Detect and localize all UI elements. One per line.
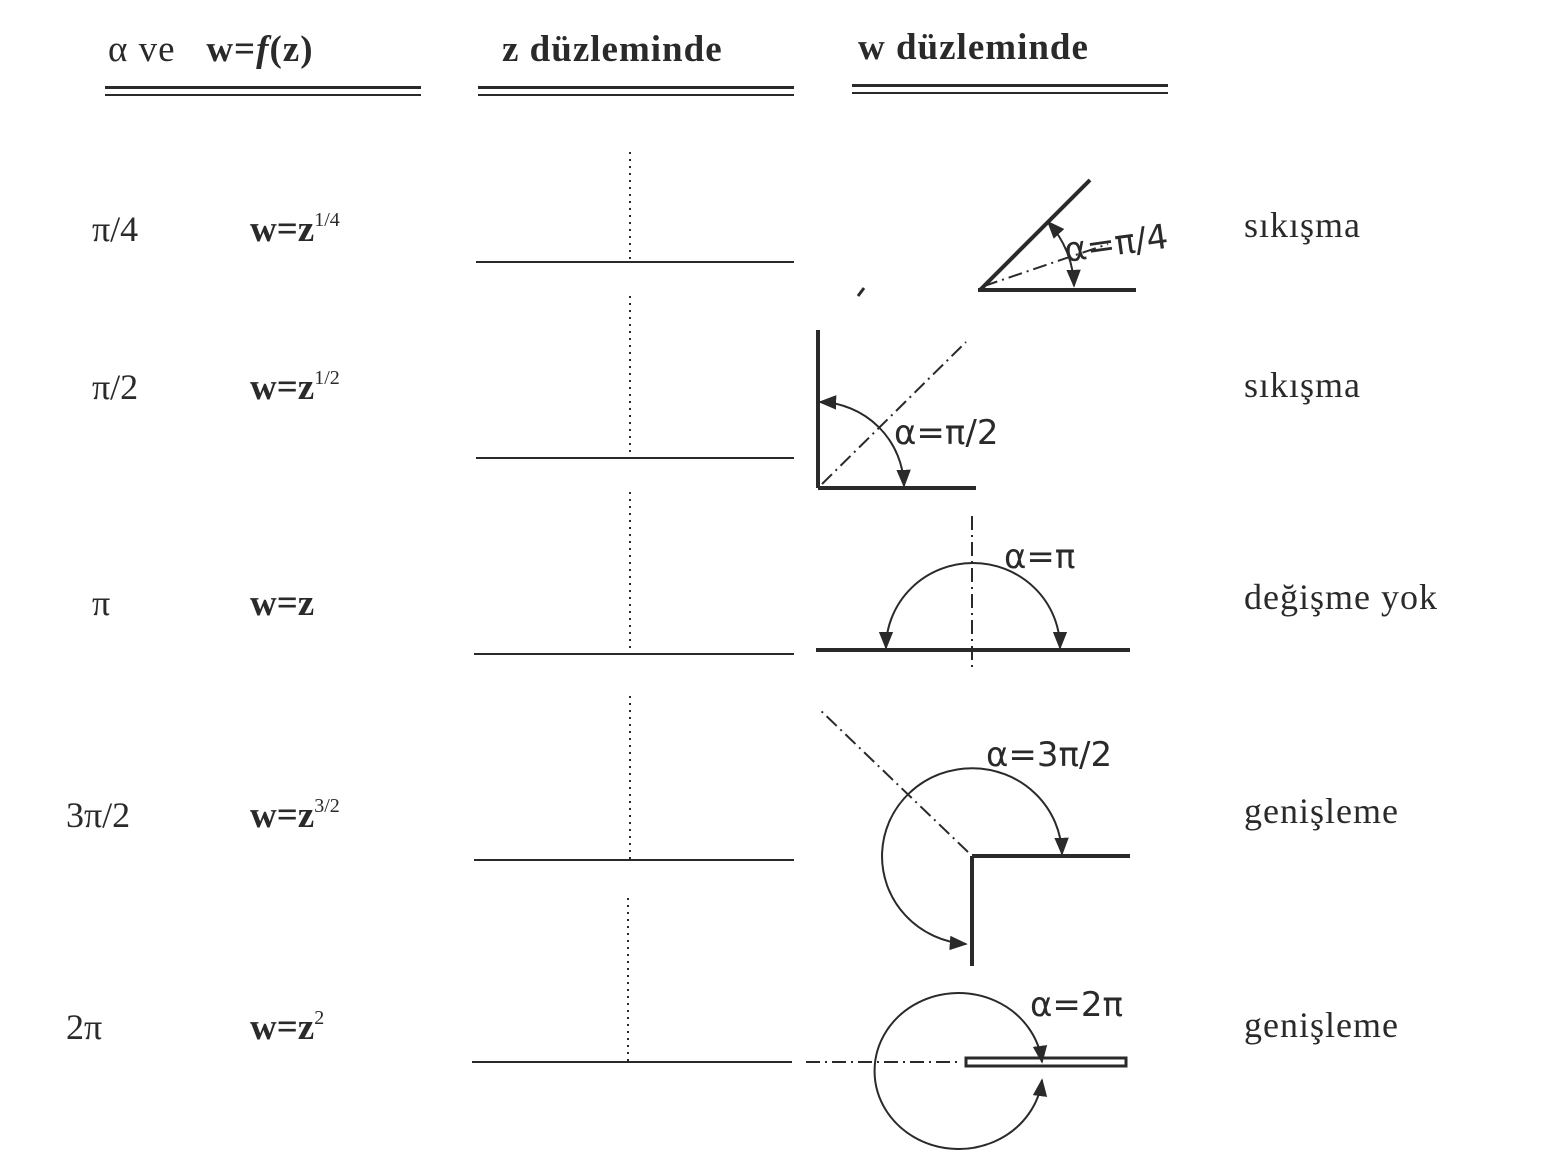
row-function: w=z3/2 [250, 795, 340, 836]
row-effect: sıkışma [1244, 365, 1362, 405]
header-z: (z) [269, 29, 314, 70]
header-f: f [256, 29, 270, 70]
header-alpha: α ve [108, 29, 176, 70]
angle-label: α=π/4 [1062, 217, 1171, 271]
row-function: w=z1/2 [250, 367, 340, 408]
angle-label: α=π/2 [894, 413, 998, 453]
header-func: w= [206, 29, 257, 70]
header-underline [105, 94, 421, 96]
z-plane-row-4 [474, 696, 794, 861]
angle-label: α=π [1004, 537, 1075, 577]
w-plane-row-4 [817, 707, 1130, 966]
row-effect: genişleme [1244, 791, 1399, 831]
row-alpha: π/2 [92, 367, 139, 407]
angle-label: α=3π/2 [986, 735, 1112, 775]
z-plane-row-2 [476, 296, 794, 459]
angle-label: α=2π [1030, 985, 1123, 1025]
header-underline [852, 92, 1168, 94]
row-alpha: π/4 [92, 209, 139, 249]
row-alpha: 2π [66, 1007, 103, 1047]
w-plane-row-3 [816, 516, 1130, 670]
header-underline [478, 86, 794, 89]
header-alpha-func: α ve w=f(z) [108, 28, 314, 71]
row-effect: genişleme [1244, 1005, 1399, 1045]
row-effect: sıkışma [1244, 205, 1362, 245]
w-plane-row-1 [856, 178, 1136, 297]
z-plane-row-3 [474, 492, 794, 655]
row-alpha: π [92, 583, 111, 623]
z-plane-diagrams [472, 152, 794, 1063]
z-plane-row-1 [476, 152, 794, 263]
w-plane-row-2 [816, 330, 976, 490]
row-function: w=z [250, 583, 315, 624]
row-effect: değişme yok [1244, 577, 1438, 617]
z-plane-row-5 [472, 898, 792, 1063]
w-plane-row-5 [806, 992, 1128, 1150]
row-function: w=z1/4 [250, 209, 340, 250]
row-function: w=z2 [250, 1007, 325, 1048]
header-w-plane: w düzleminde [858, 27, 1089, 68]
header-underline [105, 86, 421, 89]
header-z-plane: z düzleminde [502, 29, 723, 70]
header-underline [852, 84, 1168, 87]
row-alpha: 3π/2 [66, 795, 131, 835]
header-underline [478, 94, 794, 96]
